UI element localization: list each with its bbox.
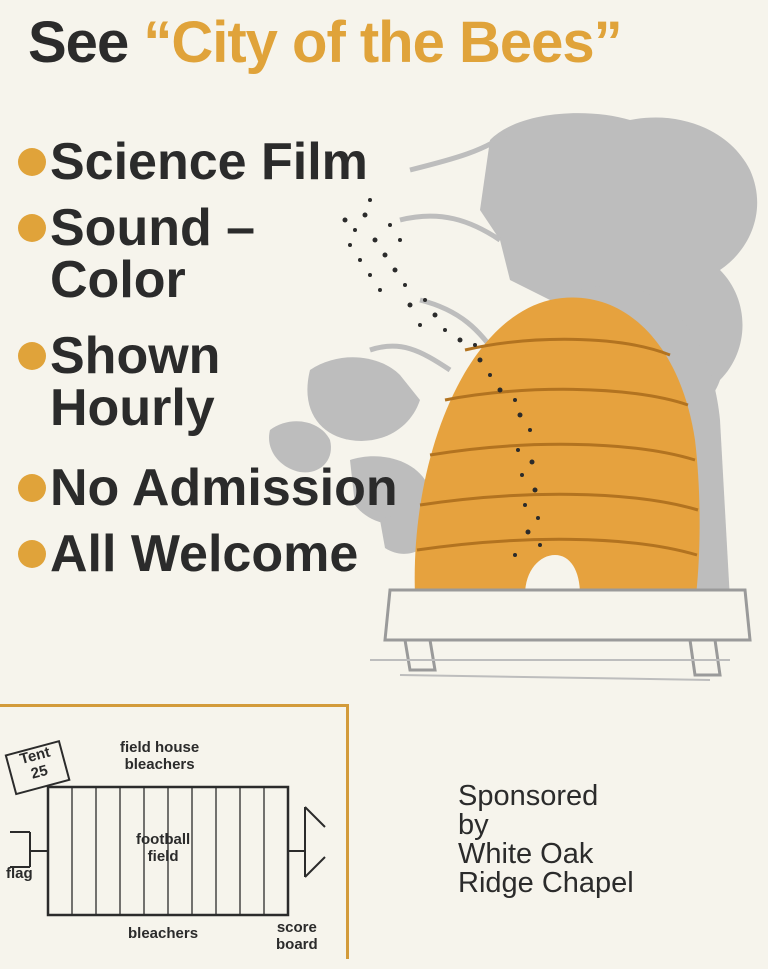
- beehive-illustration: [269, 113, 758, 681]
- title-city-of-the-bees: “City of the Bees”: [143, 10, 622, 75]
- bleachers-label: bleachers: [128, 925, 199, 942]
- bullet-dot: [18, 342, 46, 370]
- hive-entrance: [525, 555, 580, 595]
- bullet-dot: [18, 540, 46, 568]
- bee-swarm: [342, 198, 542, 557]
- tent-sign: [4, 739, 71, 796]
- bullet-text: Shown: [50, 327, 221, 385]
- ground: [370, 659, 730, 681]
- flag-label: flag: [6, 865, 33, 882]
- poster-title: See “City of the Bees”: [28, 14, 623, 72]
- map-drawing: [4, 739, 326, 917]
- sponsor-line: Ridge Chapel: [458, 867, 634, 899]
- bullet-text: Sound –: [50, 199, 256, 257]
- bullet-text: Hourly: [50, 379, 215, 437]
- sponsor-block: Sponsored by White Oak Ridge Chapel: [458, 782, 634, 898]
- hive-stand: [383, 588, 752, 677]
- bullet-text: Science Film: [50, 133, 368, 191]
- beehive: [414, 297, 700, 595]
- sponsor-line: Sponsored: [458, 780, 599, 812]
- bullet-text: All Welcome: [50, 525, 359, 583]
- bullet-text: Color: [50, 251, 186, 309]
- sponsor-line: by: [458, 809, 489, 841]
- bullet-dot: [18, 148, 46, 176]
- bullet-text: No Admission: [50, 459, 398, 517]
- title-see: See: [28, 10, 129, 75]
- goal-posts: [10, 806, 326, 878]
- bullet-dot: [18, 214, 46, 242]
- bullet-dot: [18, 474, 46, 502]
- sponsor-line: White Oak: [458, 838, 594, 870]
